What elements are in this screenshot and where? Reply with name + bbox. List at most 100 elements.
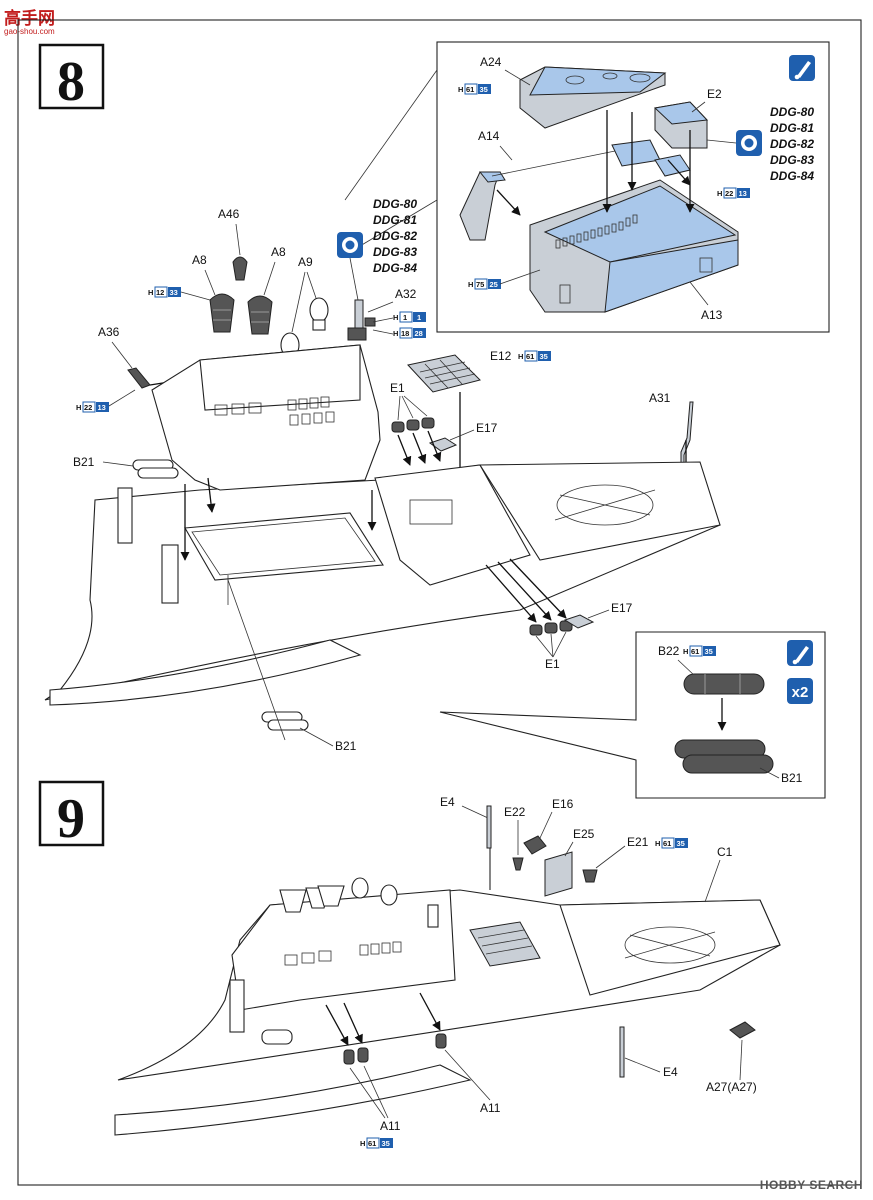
ddg-low-4: DDG-84 — [373, 261, 417, 275]
part-A8-right — [247, 295, 273, 335]
ddg-top-4: DDG-84 — [770, 169, 814, 183]
step9-grating — [469, 921, 541, 967]
svg-text:1: 1 — [417, 313, 421, 322]
svg-text:61: 61 — [526, 352, 534, 361]
label-E2: E2 — [707, 87, 722, 101]
part-A46 — [232, 256, 248, 281]
svg-text:61: 61 — [691, 647, 699, 656]
svg-text:H: H — [148, 288, 153, 297]
svg-text:H: H — [76, 403, 81, 412]
svg-text:22: 22 — [84, 403, 92, 412]
part-E21 — [582, 869, 598, 883]
step-9-box — [38, 780, 105, 847]
label-E1-lower: E1 — [545, 657, 560, 671]
svg-text:H: H — [458, 85, 463, 94]
step-8-box — [38, 43, 105, 110]
step9-radars — [279, 877, 439, 928]
ddg-top-1: DDG-81 — [770, 121, 814, 135]
label-B21-upper: B21 — [73, 455, 95, 469]
svg-text:35: 35 — [677, 839, 685, 848]
part-E25 — [544, 851, 573, 897]
svg-text:22: 22 — [725, 189, 733, 198]
label-A14: A14 — [478, 129, 500, 143]
label-B21-lower: B21 — [335, 739, 357, 753]
label-A31: A31 — [649, 391, 671, 405]
part-B21-upper — [132, 459, 179, 479]
label-A36: A36 — [98, 325, 120, 339]
a13-windows — [555, 214, 638, 249]
ship-hull-step9 — [114, 808, 781, 1136]
paint-chip-E12: H 61 35 — [518, 350, 551, 362]
label-C1: C1 — [717, 845, 733, 859]
site-url: gao-shou.com — [4, 27, 55, 36]
part-A27 — [729, 1021, 756, 1039]
paint-chip-A36: H 22 13 — [76, 401, 109, 413]
hobby-search-watermark: HOBBY SEARCH — [759, 1178, 863, 1192]
svg-text:1: 1 — [403, 313, 407, 322]
part-B21-lower — [227, 579, 309, 741]
label-A11-right: A11 — [480, 1101, 501, 1115]
part-E17-lower — [563, 614, 595, 629]
ddg-variant-lower: DDG-80 DDG-81 DDG-82 DDG-83 DDG-84 — [337, 197, 417, 301]
ddg-low-0: DDG-80 — [373, 197, 417, 211]
part-B21-detail — [674, 739, 774, 774]
svg-text:61: 61 — [663, 839, 671, 848]
ddg-low-2: DDG-82 — [373, 229, 417, 243]
page-frame — [17, 19, 862, 1186]
ddg-variant-icon-lower — [337, 232, 363, 258]
label-B22: B22 — [658, 644, 680, 658]
svg-text:H: H — [683, 647, 688, 656]
step9-windows — [284, 941, 402, 966]
ship-hull-step8 — [44, 344, 721, 706]
label-A8-left: A8 — [192, 253, 207, 267]
svg-text:35: 35 — [480, 85, 488, 94]
ddg-low-1: DDG-81 — [373, 213, 417, 227]
label-A46: A46 — [218, 207, 240, 221]
label-A24: A24 — [480, 55, 502, 69]
svg-text:61: 61 — [368, 1139, 376, 1148]
svg-text:H: H — [518, 352, 523, 361]
label-B21-detail: B21 — [781, 771, 803, 785]
part-A36 — [127, 367, 151, 389]
svg-text:x2: x2 — [792, 684, 809, 701]
part-E17-upper — [428, 437, 458, 452]
part-A24 — [519, 66, 667, 129]
part-E12 — [407, 354, 481, 393]
ddg-low-3: DDG-83 — [373, 245, 417, 259]
site-name: 高手网 — [4, 9, 55, 29]
paint-brush-icon — [789, 55, 815, 81]
paint-chip-A32-b: H 18 28 — [393, 327, 426, 339]
svg-text:13: 13 — [739, 189, 747, 198]
part-A32 — [347, 299, 376, 341]
label-E25: E25 — [573, 827, 595, 841]
label-E12: E12 — [490, 349, 512, 363]
part-E1-lower — [529, 620, 573, 636]
superstructure-windows — [214, 396, 335, 426]
ddg-top-0: DDG-80 — [770, 105, 814, 119]
label-A8-right: A8 — [271, 245, 286, 259]
svg-text:35: 35 — [705, 647, 713, 656]
svg-text:61: 61 — [466, 85, 474, 94]
step-9-number: 9 — [57, 788, 85, 850]
label-E16: E16 — [552, 797, 574, 811]
svg-text:H: H — [717, 189, 722, 198]
svg-text:H: H — [393, 313, 398, 322]
part-E4-top — [486, 805, 492, 849]
multiplier-badge: x2 — [787, 678, 813, 704]
part-E4-bottom — [619, 1026, 625, 1078]
svg-text:H: H — [655, 839, 660, 848]
ddg-top-3: DDG-83 — [770, 153, 814, 167]
label-E17-lower: E17 — [611, 601, 633, 615]
paint-chip-A13-side: H 75 25 — [468, 278, 501, 290]
svg-text:12: 12 — [156, 288, 164, 297]
paint-chip-B22: H 61 35 — [683, 645, 716, 657]
ddg-variant-icon-top — [736, 130, 762, 156]
svg-text:75: 75 — [476, 280, 484, 289]
part-E2 — [653, 101, 709, 149]
part-E22 — [512, 857, 524, 871]
paint-chip-A24: H 61 35 — [458, 83, 491, 95]
step-8: 8 — [38, 43, 105, 113]
step-8-number: 8 — [57, 51, 85, 113]
label-E1-upper: E1 — [390, 381, 405, 395]
ddg-top-2: DDG-82 — [770, 137, 814, 151]
